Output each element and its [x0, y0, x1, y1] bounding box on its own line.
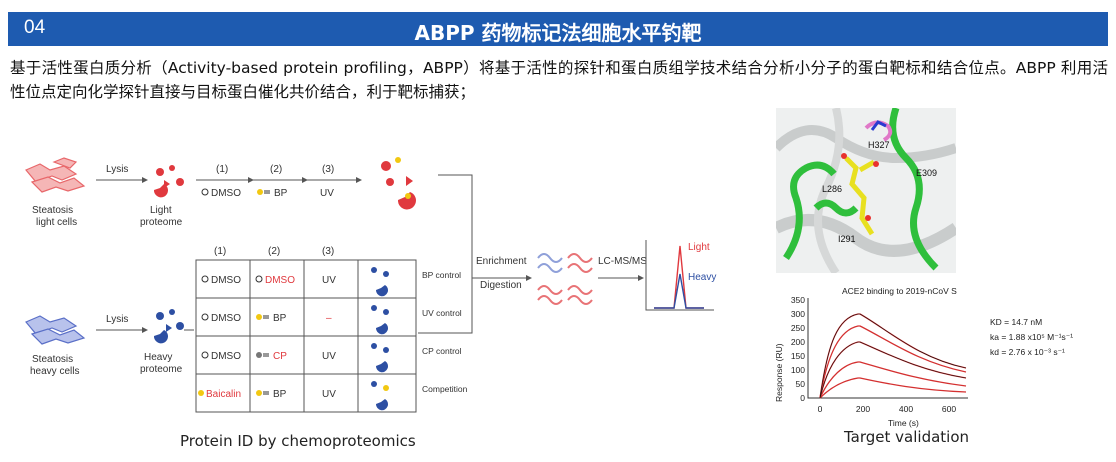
enrichment-label: Enrichment	[476, 256, 527, 267]
spr-xlabel: Time (s)	[888, 418, 919, 428]
top-step-3: (3)	[322, 164, 334, 175]
lysis-label-light: Lysis	[106, 164, 128, 175]
table-row: DMSO CP UV CP control	[201, 343, 462, 373]
light-proteome-label-1: Light	[150, 205, 172, 216]
heavy-cells-label-1: Steatosis	[32, 354, 73, 365]
residue-label-e309: E309	[916, 168, 937, 178]
svg-text:DMSO: DMSO	[211, 313, 241, 324]
svg-text:BP: BP	[273, 313, 287, 324]
labeled-light-proteome-icon	[381, 157, 416, 210]
svg-text:50: 50	[796, 379, 806, 389]
svg-text:250: 250	[791, 323, 805, 333]
spr-ylabel: Response (RU)	[774, 343, 784, 402]
top-step-1: (1)	[216, 164, 228, 175]
svg-text:BP control: BP control	[422, 270, 461, 280]
spr-ka-value: ka = 1.88 x10⁵ M⁻¹s⁻¹	[990, 332, 1073, 342]
top-label-uv: UV	[320, 188, 334, 199]
svg-text:DMSO: DMSO	[265, 275, 295, 286]
spr-yticks: 350 300 250 200 150 100 50 0	[791, 295, 805, 403]
svg-text:200: 200	[791, 337, 805, 347]
heavy-proteome-label-2: proteome	[140, 364, 183, 375]
spr-kd-value: KD = 14.7 nM	[990, 317, 1042, 327]
light-proteome-label-2: proteome	[140, 217, 183, 228]
top-label-dmso: DMSO	[211, 188, 241, 199]
svg-text:UV control: UV control	[422, 308, 462, 318]
svg-text:Competition: Competition	[422, 384, 468, 394]
spr-curves	[819, 313, 967, 399]
ms-spectrum: Light Heavy	[645, 240, 716, 311]
table-row: Baicalin BP UV Competition	[198, 381, 468, 411]
table-row: DMSO BP – UV control	[201, 305, 462, 335]
svg-text:UV: UV	[322, 389, 336, 400]
svg-text:UV: UV	[322, 275, 336, 286]
condition-table	[195, 259, 417, 413]
spr-xticks: 0 200 400 600	[818, 404, 957, 414]
svg-text:0: 0	[800, 393, 805, 403]
lysis-label-heavy: Lysis	[106, 314, 128, 325]
spr-title: ACE2 binding to 2019-nCoV S	[842, 286, 957, 296]
svg-text:300: 300	[791, 309, 805, 319]
residue-label-l286: L286	[822, 184, 842, 194]
heavy-proteome-icon	[153, 309, 184, 344]
table-header-3: (3)	[322, 246, 334, 257]
svg-text:–: –	[326, 313, 332, 324]
svg-text:0: 0	[818, 404, 823, 414]
heavy-proteome-label-1: Heavy	[144, 352, 172, 363]
svg-text:BP: BP	[273, 389, 287, 400]
light-cells-label-2: light cells	[36, 217, 77, 228]
heavy-cells-icon	[25, 315, 86, 345]
svg-text:600: 600	[942, 404, 956, 414]
svg-text:CP control: CP control	[422, 346, 462, 356]
light-cells-label-1: Steatosis	[32, 205, 73, 216]
section-number: 04	[24, 17, 46, 38]
table-header-2: (2)	[268, 246, 280, 257]
intro-paragraph: 基于活性蛋白质分析（Activity-based protein profili…	[10, 59, 1108, 101]
table-header-1: (1)	[214, 246, 226, 257]
svg-text:350: 350	[791, 295, 805, 305]
peptide-icons	[537, 253, 593, 305]
top-step-2: (2)	[270, 164, 282, 175]
svg-text:150: 150	[791, 351, 805, 361]
svg-text:DMSO: DMSO	[211, 275, 241, 286]
svg-text:400: 400	[899, 404, 913, 414]
light-cells-icon	[25, 157, 86, 193]
spr-sensorgram: ACE2 binding to 2019-nCoV S Response (RU…	[774, 286, 1073, 428]
digestion-label: Digestion	[480, 280, 522, 291]
workflow-caption: Protein ID by chemoproteomics	[180, 432, 416, 450]
light-peak-label: Light	[688, 242, 710, 253]
residue-label-h327: H327	[868, 140, 890, 150]
residue-label-i291: I291	[838, 234, 856, 244]
section-header: 04 ABPP 药物标记法细胞水平钓靶	[8, 12, 1108, 46]
validation-caption: Target validation	[844, 428, 970, 446]
svg-text:DMSO: DMSO	[211, 351, 241, 362]
svg-text:Baicalin: Baicalin	[206, 389, 241, 400]
svg-text:UV: UV	[322, 351, 336, 362]
heavy-cells-label-2: heavy cells	[30, 366, 79, 377]
abpp-workflow-diagram: Steatosis light cells Lysis Light proteo…	[25, 157, 716, 413]
heavy-peak-label: Heavy	[688, 272, 716, 283]
light-proteome-icon	[153, 165, 184, 198]
lcms-label: LC-MS/MS	[598, 256, 647, 267]
spr-kdis-value: kd = 2.76 x 10⁻³ s⁻¹	[990, 347, 1065, 357]
top-label-bp: BP	[274, 188, 288, 199]
svg-text:200: 200	[856, 404, 870, 414]
svg-text:CP: CP	[273, 351, 287, 362]
protein-structure-image: H327 E309 L286 I291	[776, 108, 956, 273]
svg-text:100: 100	[791, 365, 805, 375]
section-title: ABPP 药物标记法细胞水平钓靶	[414, 21, 702, 45]
table-row: DMSO DMSO UV BP control	[201, 267, 461, 297]
